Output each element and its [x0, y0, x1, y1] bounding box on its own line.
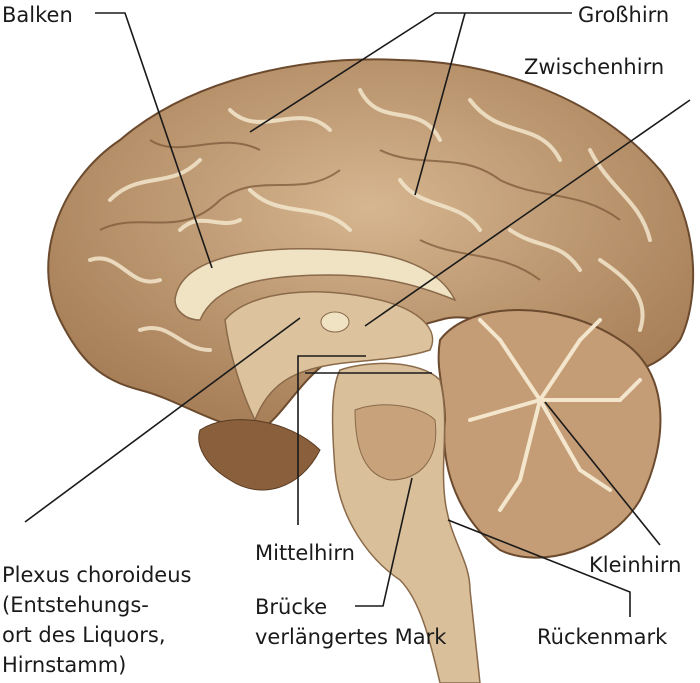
- cerebellum: [437, 309, 662, 559]
- label-kleinhirn: Kleinhirn: [589, 553, 682, 577]
- label-plexus-line-2: (Entstehungs-: [2, 593, 149, 617]
- leader-lines: [24, 12, 691, 617]
- label-plexus-line-1: Plexus choroideus: [2, 563, 192, 587]
- label-zwischenhirn: Zwischenhirn: [524, 55, 665, 79]
- label-bruecke: Brücke: [255, 595, 328, 619]
- label-rueckenmark: Rückenmark: [537, 625, 668, 649]
- label-grosshirn: Großhirn: [578, 3, 670, 27]
- label-plexus-line-4: Hirnstamm): [2, 653, 127, 677]
- label-plexus-line-3: ort des Liquors,: [2, 623, 166, 647]
- corpus-callosum: [174, 248, 457, 321]
- label-mittelhirn: Mittelhirn: [255, 541, 355, 565]
- label-verlaengertes-mark: verlängertes Mark: [255, 625, 447, 649]
- label-balken: Balken: [2, 3, 73, 27]
- label-plexus-choroideus: Plexus choroideus (Entstehungs- ort des …: [2, 560, 191, 680]
